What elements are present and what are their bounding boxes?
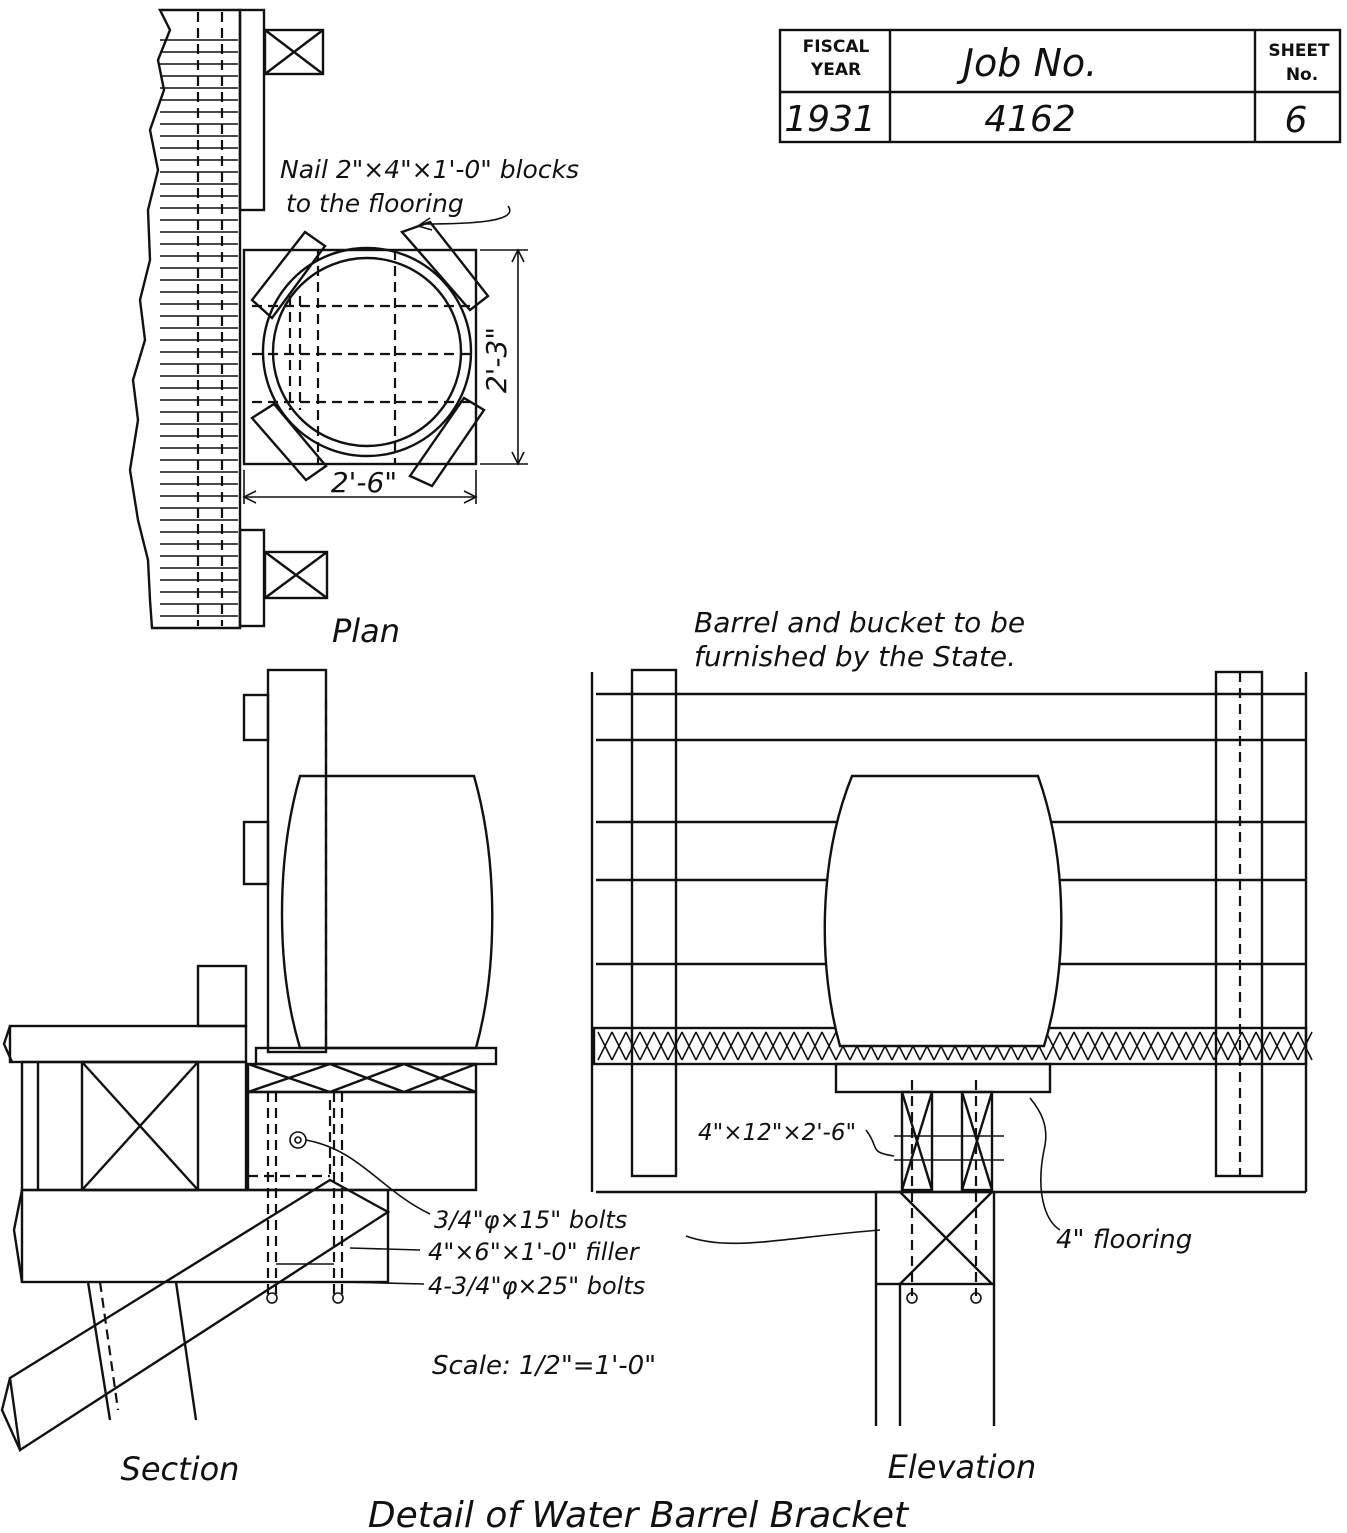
floor-hatch-mark xyxy=(765,1031,781,1061)
floor-hatch-mark xyxy=(1227,1031,1243,1061)
drawing-scale: Scale: 1/2"=1'-0" xyxy=(432,1351,656,1381)
barrel-section xyxy=(280,774,494,1050)
floor-hatch-mark xyxy=(1297,1031,1313,1061)
floor-hatch-mark xyxy=(751,1031,767,1061)
job-no-label: Job No. xyxy=(956,41,1097,85)
fiscal-year-label-2: YEAR xyxy=(810,60,861,80)
floor-hatch-mark xyxy=(625,1031,641,1061)
plan-view: 2'-3" 2'-6" Nail 2"×4"×1'-0" blocks to t… xyxy=(128,8,579,650)
floor-hatch-mark xyxy=(1283,1031,1299,1061)
floor-hatch-mark xyxy=(667,1031,683,1061)
floor-hatch-mark xyxy=(639,1031,655,1061)
floor-hatch-mark xyxy=(723,1031,739,1061)
sheet-no-value: 6 xyxy=(1285,100,1308,141)
plan-nail-note: Nail 2"×4"×1'-0" blocks xyxy=(280,155,579,184)
plan-dim-depth: 2'-3" xyxy=(480,327,513,393)
floor-hatch-mark xyxy=(1255,1031,1271,1061)
floor-hatch-mark xyxy=(709,1031,725,1061)
elevation-beam-callout: 4"×12"×2'-6" xyxy=(698,1120,856,1146)
fiscal-year-label: FISCAL xyxy=(803,37,870,57)
floor-hatch-mark xyxy=(597,1031,613,1061)
barrel-plan-outer xyxy=(261,246,473,458)
elevation-view-label: Elevation xyxy=(888,1448,1037,1486)
job-no-value: 4162 xyxy=(984,99,1076,140)
section-bolts-15: 3/4"φ×15" bolts xyxy=(434,1206,627,1234)
section-filler: 4"×6"×1'-0" filler xyxy=(428,1238,641,1266)
floor-hatch-mark xyxy=(653,1031,669,1061)
floor-hatch-mark xyxy=(737,1031,753,1061)
floor-hatch-mark xyxy=(1143,1031,1159,1061)
floor-hatch-mark xyxy=(1241,1031,1257,1061)
elevation-view: Barrel and bucket to be furnished by the… xyxy=(590,606,1313,1486)
floor-hatch-mark xyxy=(1185,1031,1201,1061)
floor-hatch-mark xyxy=(1213,1031,1229,1061)
floor-hatch-mark xyxy=(1073,1031,1089,1061)
fiscal-year-value: 1931 xyxy=(784,99,876,140)
elevation-flooring-callout: 4" flooring xyxy=(1056,1225,1192,1255)
floor-hatch-mark xyxy=(1087,1031,1103,1061)
floor-hatch-mark xyxy=(681,1031,697,1061)
floor-hatch-mark xyxy=(1045,1031,1061,1061)
floor-hatch-mark xyxy=(1129,1031,1145,1061)
floor-hatch-mark xyxy=(779,1031,795,1061)
plan-view-label: Plan xyxy=(332,612,400,650)
floor-hatch-mark xyxy=(1269,1031,1285,1061)
barrel-elevation xyxy=(823,774,1063,1048)
drawing-title: Detail of Water Barrel Bracket xyxy=(368,1495,910,1533)
floor-hatch-mark xyxy=(1157,1031,1173,1061)
block-bottom xyxy=(263,550,329,600)
title-block: FISCAL YEAR Job No. SHEET No. 1931 4162 … xyxy=(778,28,1342,144)
elevation-note-2: furnished by the State. xyxy=(694,640,1016,673)
floor-hatch-mark xyxy=(1059,1031,1075,1061)
floor-hatch-mark xyxy=(793,1031,809,1061)
barrel-plan-inner xyxy=(271,256,463,448)
plan-dim-width: 2'-6" xyxy=(331,466,397,499)
section-view-label: Section xyxy=(121,1450,240,1488)
floor-hatch-mark xyxy=(1115,1031,1131,1061)
floor-hatch-mark xyxy=(695,1031,711,1061)
sheet-no-label-2: No. xyxy=(1286,65,1318,85)
section-bolts-25: 4-3/4"φ×25" bolts xyxy=(428,1272,645,1300)
floor-hatch-mark xyxy=(1199,1031,1215,1061)
floor-hatch-mark xyxy=(807,1031,823,1061)
sheet-no-label: SHEET xyxy=(1268,41,1330,61)
block-top xyxy=(263,28,325,76)
floor-hatch-mark xyxy=(821,1031,837,1061)
elevation-note: Barrel and bucket to be xyxy=(694,606,1025,639)
floor-hatch-mark xyxy=(1101,1031,1117,1061)
section-view: 3/4"φ×15" bolts 4"×6"×1'-0" filler 4-3/4… xyxy=(0,668,881,1488)
floor-hatch-mark xyxy=(1171,1031,1187,1061)
plan-nail-note-2: to the flooring xyxy=(286,189,464,218)
floor-hatch-mark xyxy=(611,1031,627,1061)
